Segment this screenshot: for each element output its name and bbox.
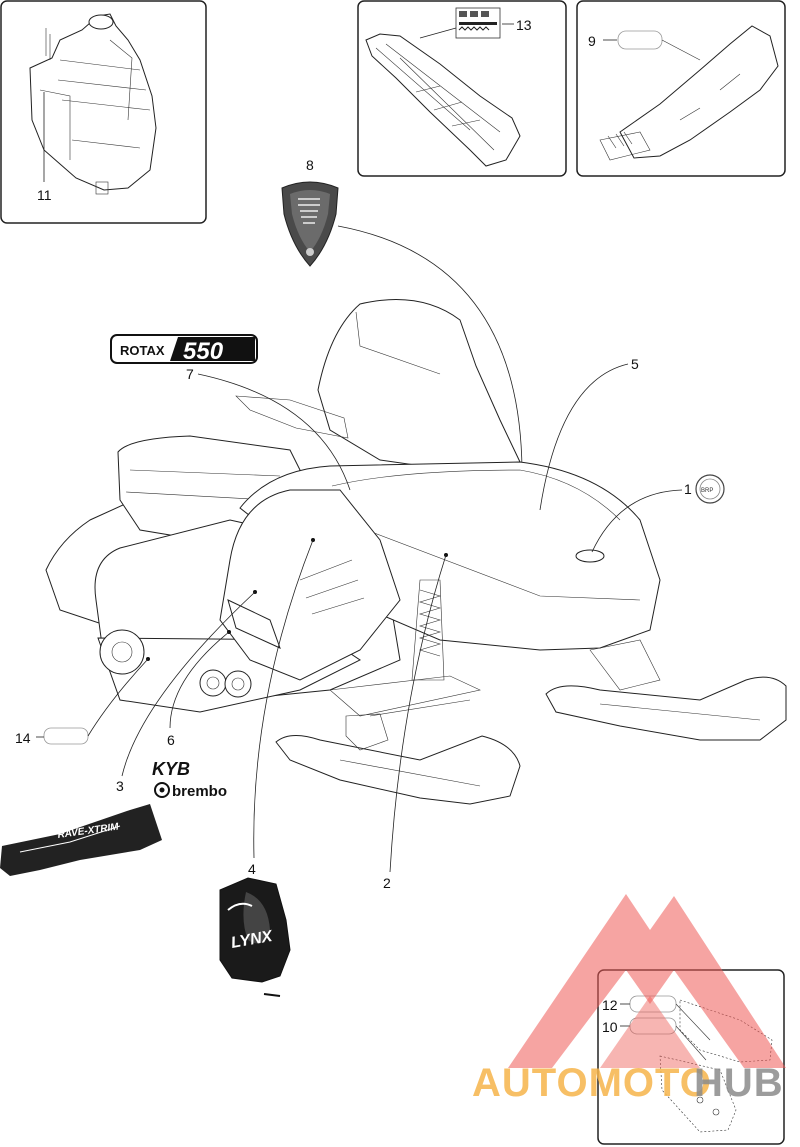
rotax-model: 550 [183, 338, 224, 365]
callout-11: 11 [37, 187, 52, 203]
rotax-word: ROTAX [120, 343, 165, 358]
watermark-mountain-icon [508, 894, 786, 1068]
label-9-outline [617, 30, 663, 50]
decal-4-lynx: LYNX [219, 877, 291, 997]
flap-drawing [599, 25, 779, 161]
watermark-text-hub: HUB [694, 1061, 784, 1105]
label-14: 14 [15, 658, 149, 746]
callout-1: 1 [684, 481, 692, 497]
leader-7 [197, 373, 351, 491]
leader-1 [591, 489, 683, 553]
warning-label-13 [455, 7, 501, 39]
callout-2: 2 [383, 875, 391, 891]
decal-8-warning: 8 [281, 157, 523, 471]
decal-kyb-brembo: KYB brembo [152, 759, 227, 800]
leader-4 [253, 539, 314, 859]
decal-rotax-550: ROTAX 550 [110, 334, 258, 365]
brembo-logo: brembo [172, 783, 227, 800]
callout-3: 3 [116, 778, 124, 794]
leader-2 [389, 554, 447, 873]
callout-8: 8 [306, 157, 314, 173]
callout-7: 7 [186, 366, 194, 382]
callout-13: 13 [516, 17, 532, 33]
callout-9: 9 [588, 33, 596, 49]
leader-6 [169, 631, 230, 729]
inset-fuel-tank: 11 [0, 0, 207, 224]
callout-10: 10 [602, 1019, 618, 1035]
decal-1-badge: BRP 1 [591, 474, 725, 553]
callout-6: 6 [167, 732, 175, 748]
callout-14: 14 [15, 730, 31, 746]
seat-drawing [365, 33, 521, 167]
kyb-logo: KYB [152, 759, 190, 779]
watermark-logo: AUTOMOTO HUB [472, 894, 786, 1105]
inset-flap: 9 [576, 0, 786, 177]
svg-text:BRP: BRP [701, 488, 713, 494]
callout-4: 4 [248, 861, 256, 877]
leader-5 [539, 363, 629, 511]
decal-rave-xtrim: RAVE-XTRIM [0, 804, 162, 876]
leader-8 [337, 225, 523, 471]
fuel-tank-drawing [29, 13, 157, 195]
leader-14 [87, 658, 149, 737]
leader-3 [121, 591, 256, 777]
callout-12: 12 [602, 997, 618, 1013]
callout-5: 5 [631, 356, 639, 372]
watermark-text-automoto: AUTOMOTO [472, 1061, 712, 1105]
snowmobile-drawing [45, 299, 787, 805]
inset-seat: 13 [357, 0, 567, 177]
